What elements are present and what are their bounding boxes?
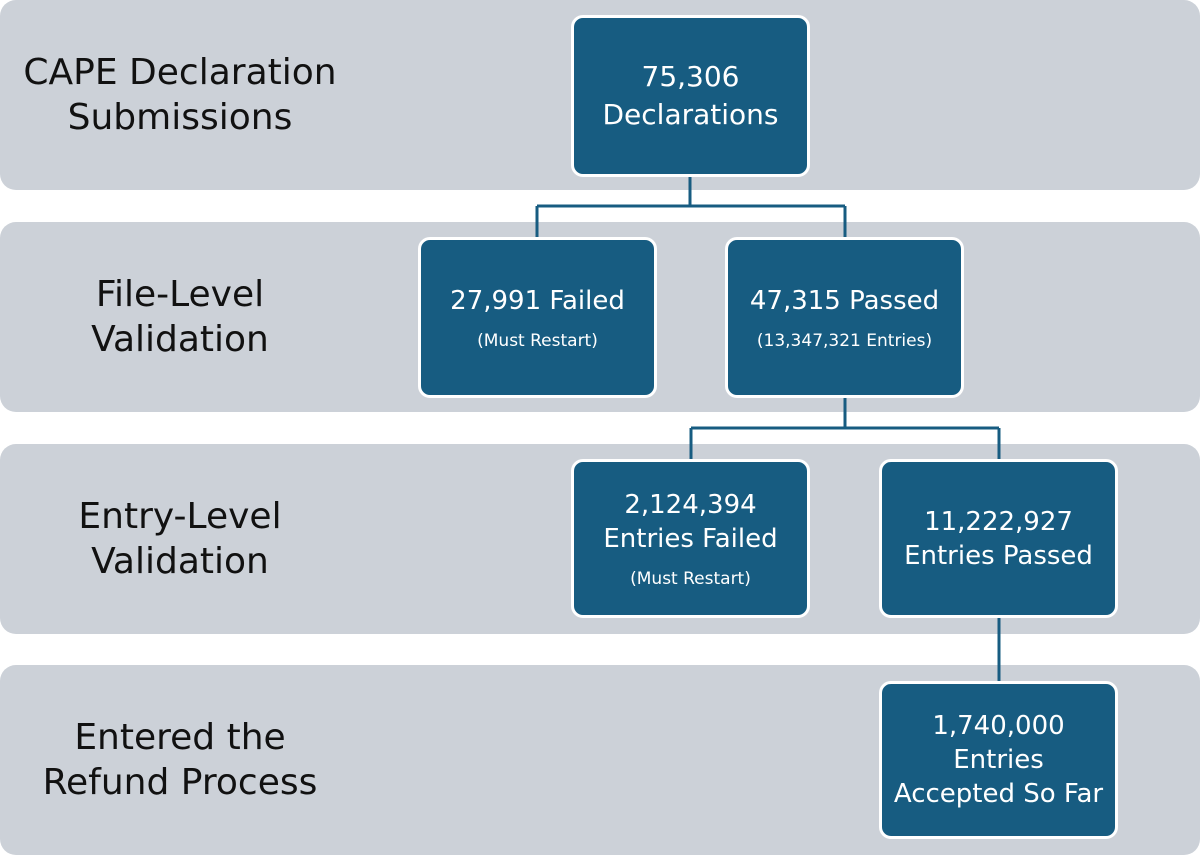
node-caption: Entries Failed (603, 523, 778, 554)
stage-label-line: Validation (91, 541, 269, 582)
node-caption: Entries (953, 745, 1044, 775)
stage-label-line: Entry-Level (78, 496, 282, 537)
node-value: 75,306 (641, 60, 740, 93)
node-caption: Declarations (602, 98, 779, 131)
stage-label-line: Submissions (67, 97, 293, 138)
node-caption: Entries Passed (904, 540, 1093, 571)
node-file-failed: 27,991 Failed (Must Restart) (418, 237, 657, 398)
node-note: (Must Restart) (630, 568, 751, 589)
node-value: 2,124,394 (624, 489, 757, 520)
node-entries-passed: 11,222,927 Entries Passed (879, 459, 1118, 618)
stage-label-entry-validation: Entry-Level Validation (0, 444, 360, 634)
node-note: (13,347,321 Entries) (756, 330, 933, 351)
node-entries-failed: 2,124,394 Entries Failed (Must Restart) (571, 459, 810, 618)
stage-label-submissions: CAPE Declaration Submissions (0, 0, 360, 190)
node-file-passed: 47,315 Passed (13,347,321 Entries) (725, 237, 964, 398)
node-caption: Accepted So Far (893, 779, 1104, 809)
stage-label-line: CAPE Declaration (23, 52, 337, 93)
node-value: 27,991 Failed (450, 285, 625, 316)
stage-label-line: File-Level (95, 274, 265, 315)
stage-label-line: Refund Process (42, 762, 318, 803)
stage-label-file-validation: File-Level Validation (0, 222, 360, 412)
connector-declarations-to-file (535, 175, 847, 239)
stage-label-line: Validation (91, 319, 269, 360)
node-declarations: 75,306 Declarations (571, 15, 810, 177)
node-accepted: 1,740,000 Entries Accepted So Far (879, 681, 1118, 839)
node-note: (Must Restart) (477, 330, 598, 351)
stage-label-line: Entered the (74, 717, 286, 758)
node-value: 47,315 Passed (749, 285, 940, 316)
stage-label-refund: Entered the Refund Process (0, 665, 360, 855)
node-value: 1,740,000 (932, 711, 1065, 741)
node-value: 11,222,927 (924, 506, 1073, 537)
connector-file-passed-to-entries (689, 396, 1001, 461)
